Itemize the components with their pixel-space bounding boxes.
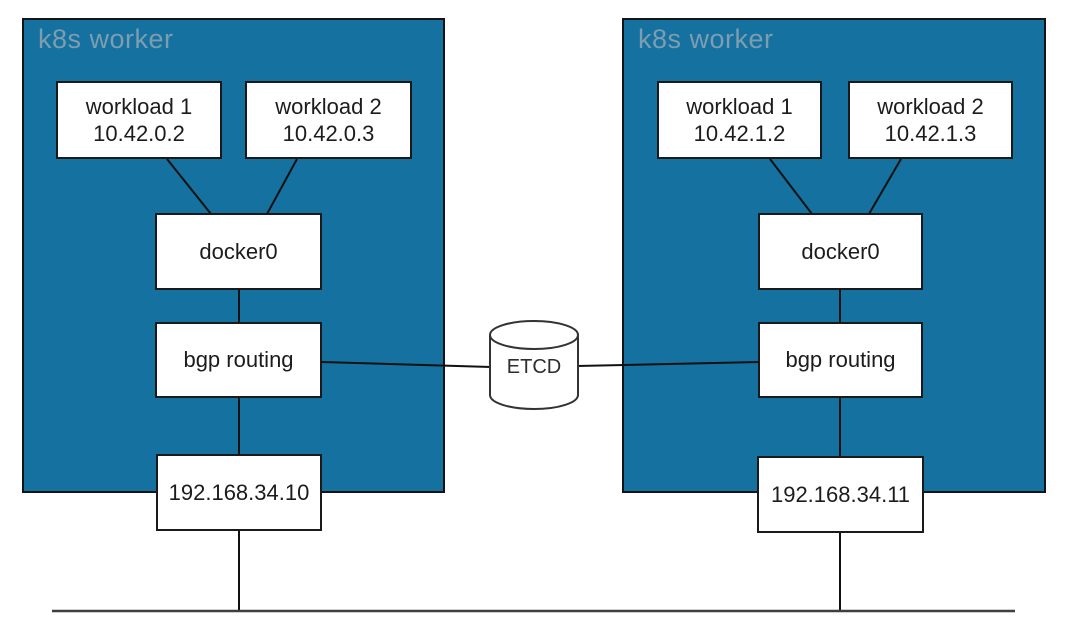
bgp-routing-node-right: bgp routing bbox=[758, 322, 923, 398]
host-ip-node-left: 192.168.34.10 bbox=[156, 454, 322, 531]
workload-name: workload 2 bbox=[877, 93, 984, 119]
bridge-label: docker0 bbox=[801, 238, 880, 264]
workload-ip: 10.42.1.3 bbox=[884, 121, 977, 146]
docker0-bridge-node-right: docker0 bbox=[758, 213, 923, 290]
bgp-routing-node-left: bgp routing bbox=[155, 322, 322, 398]
workload-2-node-left: workload 2 10.42.0.3 bbox=[245, 81, 412, 159]
host-ip-node-right: 192.168.34.11 bbox=[757, 456, 924, 533]
workload-1-node-right: workload 1 10.42.1.2 bbox=[657, 81, 822, 159]
workload-ip: 10.42.1.2 bbox=[693, 121, 786, 146]
link-workload1-docker0-right bbox=[769, 158, 813, 215]
docker0-bridge-node-left: docker0 bbox=[155, 213, 322, 290]
routing-label: bgp routing bbox=[785, 347, 896, 373]
link-bgp-etcd-left bbox=[321, 361, 492, 368]
workload-ip: 10.42.0.3 bbox=[282, 121, 375, 146]
etcd-datastore-label: ETCD bbox=[506, 355, 562, 378]
routing-label: bgp routing bbox=[183, 347, 294, 373]
workload-ip: 10.42.0.2 bbox=[93, 121, 185, 146]
link-etcd-bgp-right bbox=[576, 361, 760, 367]
link-workload2-docker0-right bbox=[868, 158, 902, 215]
link-workload1-docker0-left bbox=[166, 158, 212, 215]
link-workload2-docker0-left bbox=[266, 158, 298, 215]
workload-name: workload 1 bbox=[85, 93, 193, 119]
bridge-label: docker0 bbox=[199, 238, 278, 264]
etcd-cylinder-icon bbox=[489, 320, 579, 410]
worker-label: k8s worker bbox=[638, 24, 774, 54]
workload-name: workload 2 bbox=[275, 93, 382, 119]
workload-name: workload 1 bbox=[686, 93, 793, 119]
workload-2-node-right: workload 2 10.42.1.3 bbox=[848, 81, 1013, 159]
worker-label: k8s worker bbox=[38, 24, 174, 54]
host-ip: 192.168.34.10 bbox=[168, 479, 310, 505]
host-ip: 192.168.34.11 bbox=[770, 481, 911, 507]
workload-1-node-left: workload 1 10.42.0.2 bbox=[56, 81, 222, 159]
